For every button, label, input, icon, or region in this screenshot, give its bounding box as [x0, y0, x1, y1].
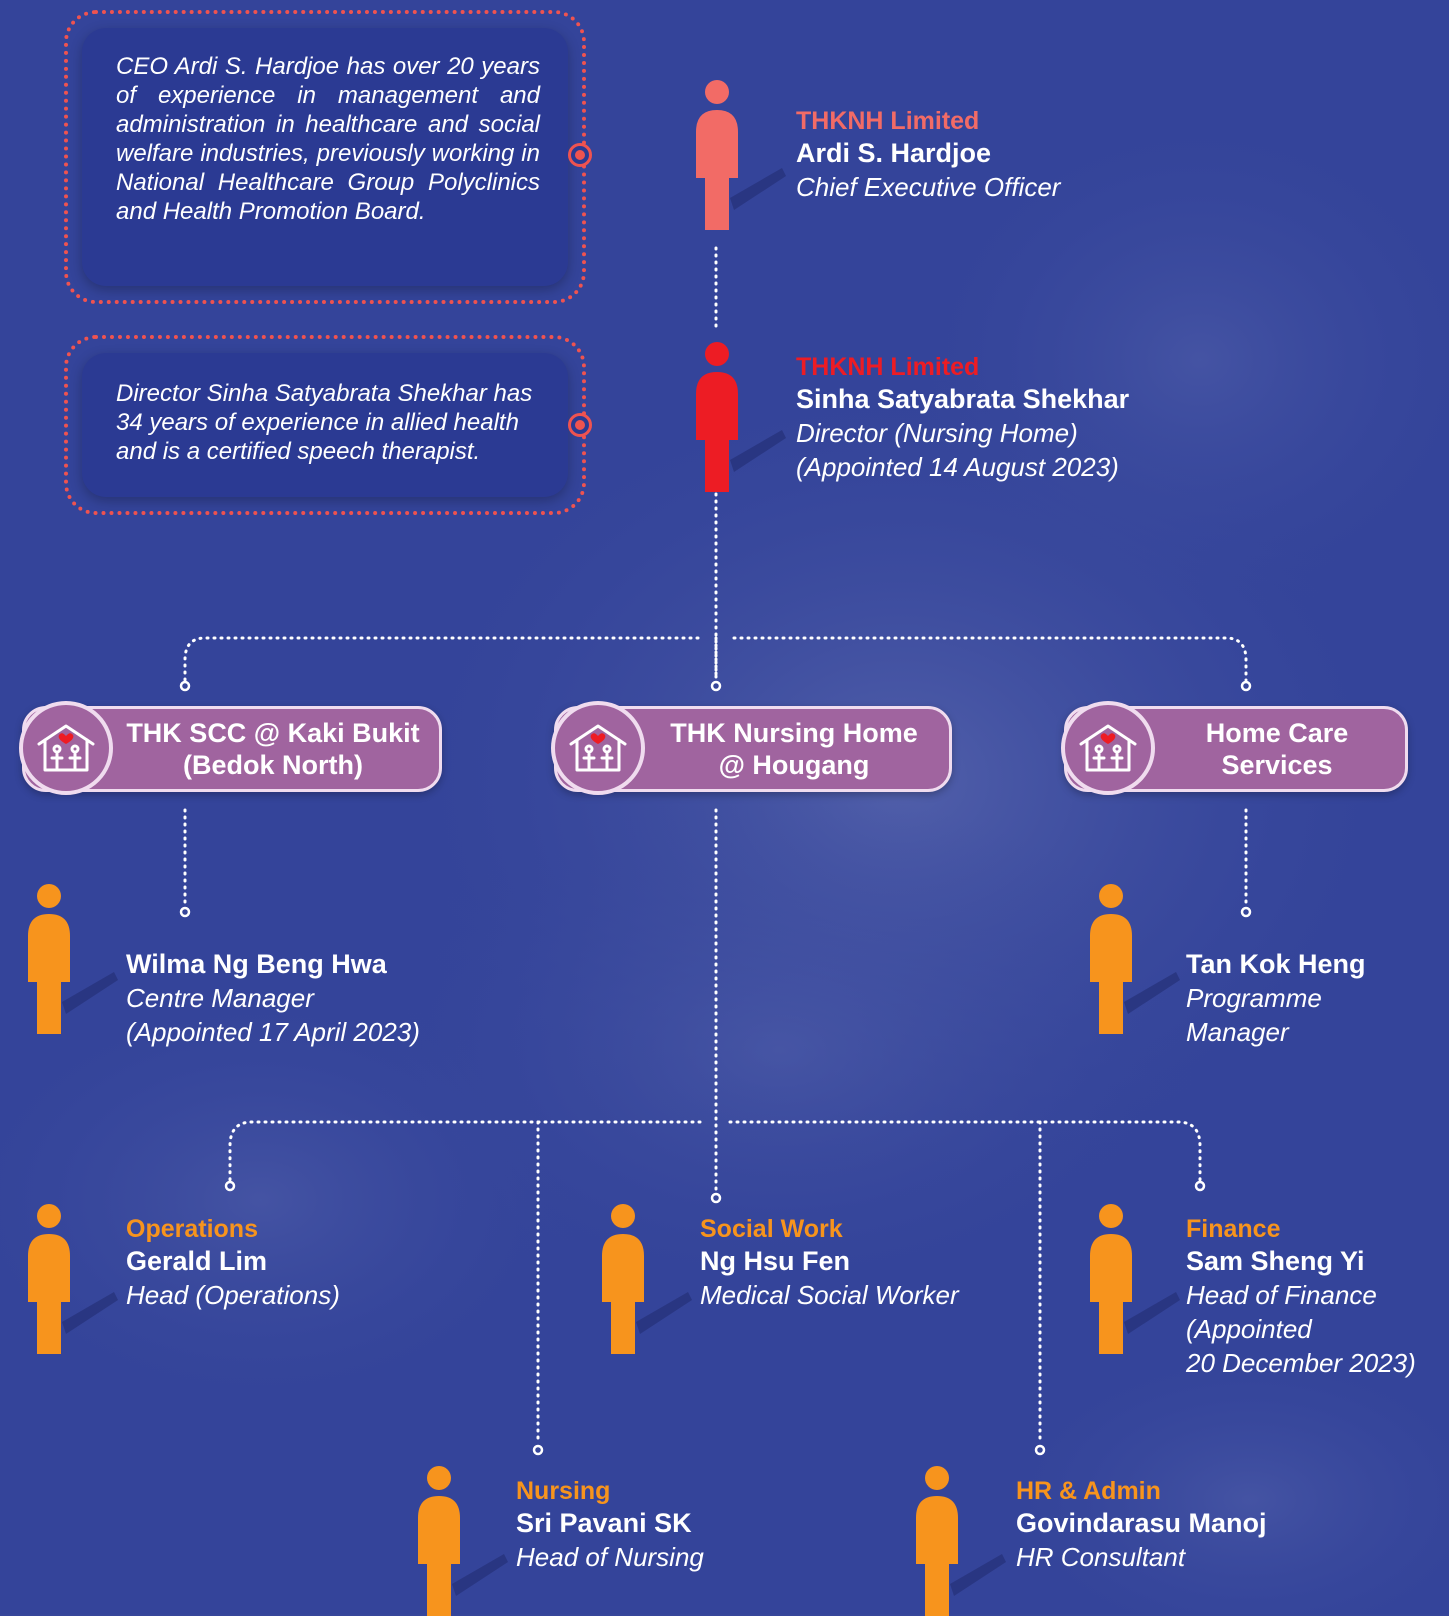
homecare-manager-person-icon — [1080, 884, 1180, 1034]
care-home-icon — [19, 701, 113, 795]
unit-scc-line2: (Bedok North) — [183, 750, 363, 780]
director-org: THKNH Limited — [796, 353, 980, 381]
ceo-name: Ardi S. Hardjoe — [796, 138, 992, 168]
ceo-info: THKNH Limited Ardi S. Hardjoe Chief Exec… — [796, 106, 1060, 204]
unit-nursing-home-hougang: THK Nursing Home@ Hougang — [551, 701, 952, 795]
nursing-role: Head of Nursing — [516, 1542, 704, 1572]
finance-name: Sam Sheng Yi — [1186, 1246, 1365, 1276]
homecare-manager-role-line2: Manager — [1186, 1017, 1289, 1047]
operations-role: Head (Operations) — [126, 1280, 340, 1310]
director-info: THKNH Limited Sinha Satyabrata Shekhar D… — [796, 352, 1129, 484]
homecare-manager-name: Tan Kok Heng — [1186, 949, 1366, 979]
ceo-note-box: CEO Ardi S. Hardjoe has over 20 years of… — [64, 10, 586, 304]
ceo-role: Chief Executive Officer — [796, 172, 1061, 202]
scc-manager-name: Wilma Ng Beng Hwa — [126, 949, 387, 979]
finance-appointed-line1: (Appointed — [1186, 1314, 1312, 1344]
finance-role: Head of Finance — [1186, 1280, 1377, 1310]
care-home-icon — [551, 701, 645, 795]
scc-manager-role: Centre Manager — [126, 983, 314, 1013]
social-work-info: Social Work Ng Hsu Fen Medical Social Wo… — [700, 1214, 959, 1312]
care-home-icon — [1061, 701, 1155, 795]
finance-info: Finance Sam Sheng Yi Head of Finance (Ap… — [1186, 1214, 1416, 1380]
operations-info: Operations Gerald Lim Head (Operations) — [126, 1214, 340, 1312]
finance-person-icon — [1080, 1204, 1180, 1354]
director-name: Sinha Satyabrata Shekhar — [796, 384, 1130, 414]
unit-hc-line1: Home Care — [1205, 718, 1349, 748]
director-appointed: (Appointed 14 August 2023) — [796, 452, 1119, 482]
scc-manager-info: Wilma Ng Beng Hwa Centre Manager (Appoin… — [126, 948, 420, 1049]
scc-manager-person-icon — [18, 884, 118, 1034]
social-work-dept: Social Work — [700, 1215, 843, 1243]
hr-name: Govindarasu Manoj — [1016, 1508, 1267, 1538]
scc-manager-appointed: (Appointed 17 April 2023) — [126, 1017, 420, 1047]
operations-name: Gerald Lim — [126, 1246, 268, 1276]
nursing-dept: Nursing — [516, 1477, 611, 1505]
unit-nh-line1: THK Nursing Home — [670, 718, 918, 748]
director-note-text: Director Sinha Satyabrata Shekhar has 34… — [82, 353, 568, 497]
operations-dept: Operations — [126, 1215, 258, 1243]
ceo-org: THKNH Limited — [796, 107, 980, 135]
director-note-connector-dot — [568, 413, 592, 437]
nursing-info: Nursing Sri Pavani SK Head of Nursing — [516, 1476, 704, 1574]
director-person-icon — [686, 342, 786, 492]
unit-scc-line1: THK SCC @ Kaki Bukit — [126, 718, 420, 748]
director-role: Director (Nursing Home) — [796, 418, 1078, 448]
finance-appointed-line2: 20 December 2023) — [1186, 1348, 1416, 1378]
social-work-person-icon — [592, 1204, 692, 1354]
homecare-manager-info: Tan Kok Heng Programme Manager — [1186, 948, 1366, 1049]
unit-nh-line2: @ Hougang — [718, 750, 870, 780]
operations-person-icon — [18, 1204, 118, 1354]
hr-person-icon — [906, 1466, 1006, 1616]
social-work-name: Ng Hsu Fen — [700, 1246, 851, 1276]
nursing-person-icon — [408, 1466, 508, 1616]
nursing-name: Sri Pavani SK — [516, 1508, 692, 1538]
unit-scc-kaki-bukit: THK SCC @ Kaki Bukit(Bedok North) — [19, 701, 442, 795]
hr-info: HR & Admin Govindarasu Manoj HR Consulta… — [1016, 1476, 1267, 1574]
social-work-role: Medical Social Worker — [700, 1280, 959, 1310]
homecare-manager-role-line1: Programme — [1186, 983, 1322, 1013]
director-note-box: Director Sinha Satyabrata Shekhar has 34… — [64, 335, 586, 515]
ceo-note-text: CEO Ardi S. Hardjoe has over 20 years of… — [82, 28, 568, 286]
unit-hc-line2: Services — [1221, 750, 1333, 780]
hr-role: HR Consultant — [1016, 1542, 1186, 1572]
ceo-note-connector-dot — [568, 143, 592, 167]
hr-dept: HR & Admin — [1016, 1477, 1161, 1505]
finance-dept: Finance — [1186, 1215, 1281, 1243]
ceo-person-icon — [686, 80, 786, 230]
